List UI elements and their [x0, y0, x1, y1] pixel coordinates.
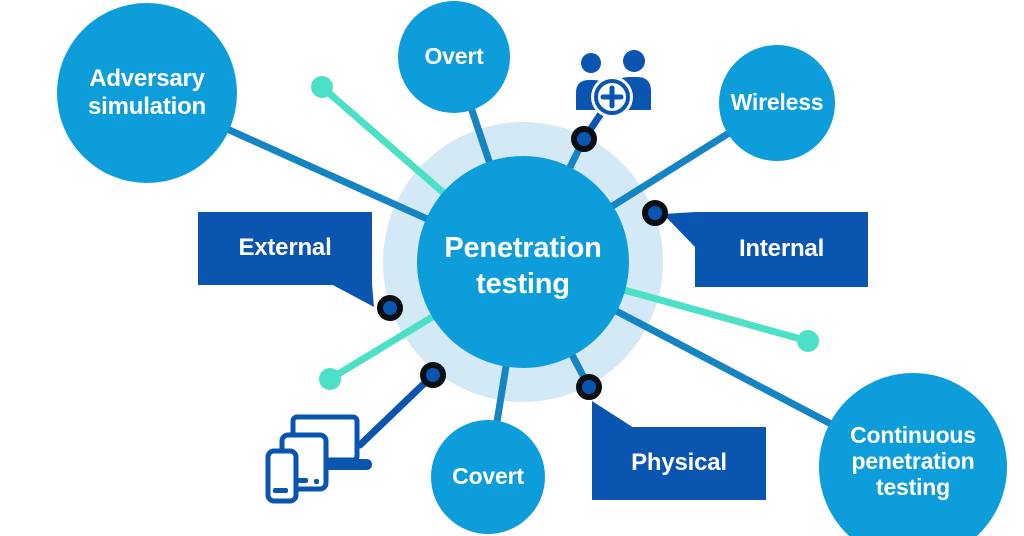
teal-dot-upper-left	[311, 76, 333, 98]
physical-tag-label: Physical	[631, 449, 727, 477]
continuous-node-circle	[819, 373, 1007, 536]
center-node-circle	[417, 156, 629, 368]
teal-dot-right	[797, 330, 819, 352]
continuous-node-label: Continuous penetration testing	[850, 422, 976, 500]
internal-tag-label: Internal	[738, 235, 825, 263]
adversary-node-circle	[57, 3, 237, 183]
overt-node-label: Overt	[424, 43, 484, 70]
teal-dot-lower-left	[319, 368, 341, 390]
devices-icon-connector	[356, 371, 437, 449]
covert-node-circle	[431, 420, 545, 534]
covert-node-label: Covert	[452, 463, 524, 490]
connector-dot-external	[377, 295, 403, 321]
team-add-icon	[576, 50, 651, 118]
external-tag-shape	[198, 212, 374, 307]
connector-dot-internal	[642, 200, 668, 226]
connector-dot-physical	[576, 374, 602, 400]
external-tag-label: External	[238, 234, 332, 262]
internal-tag-shape	[663, 212, 868, 287]
adversary-node-label: Adversary simulation	[87, 64, 206, 120]
wireless-node-circle	[719, 45, 835, 161]
physical-tag-shape	[592, 401, 766, 500]
devices-icon	[265, 414, 372, 504]
overt-node-circle	[398, 1, 510, 113]
connector-dot-devices	[420, 362, 446, 388]
wireless-node-label: Wireless	[730, 89, 824, 116]
connector-dot-top	[571, 126, 597, 152]
center-node-label: Penetration testing	[444, 232, 602, 300]
